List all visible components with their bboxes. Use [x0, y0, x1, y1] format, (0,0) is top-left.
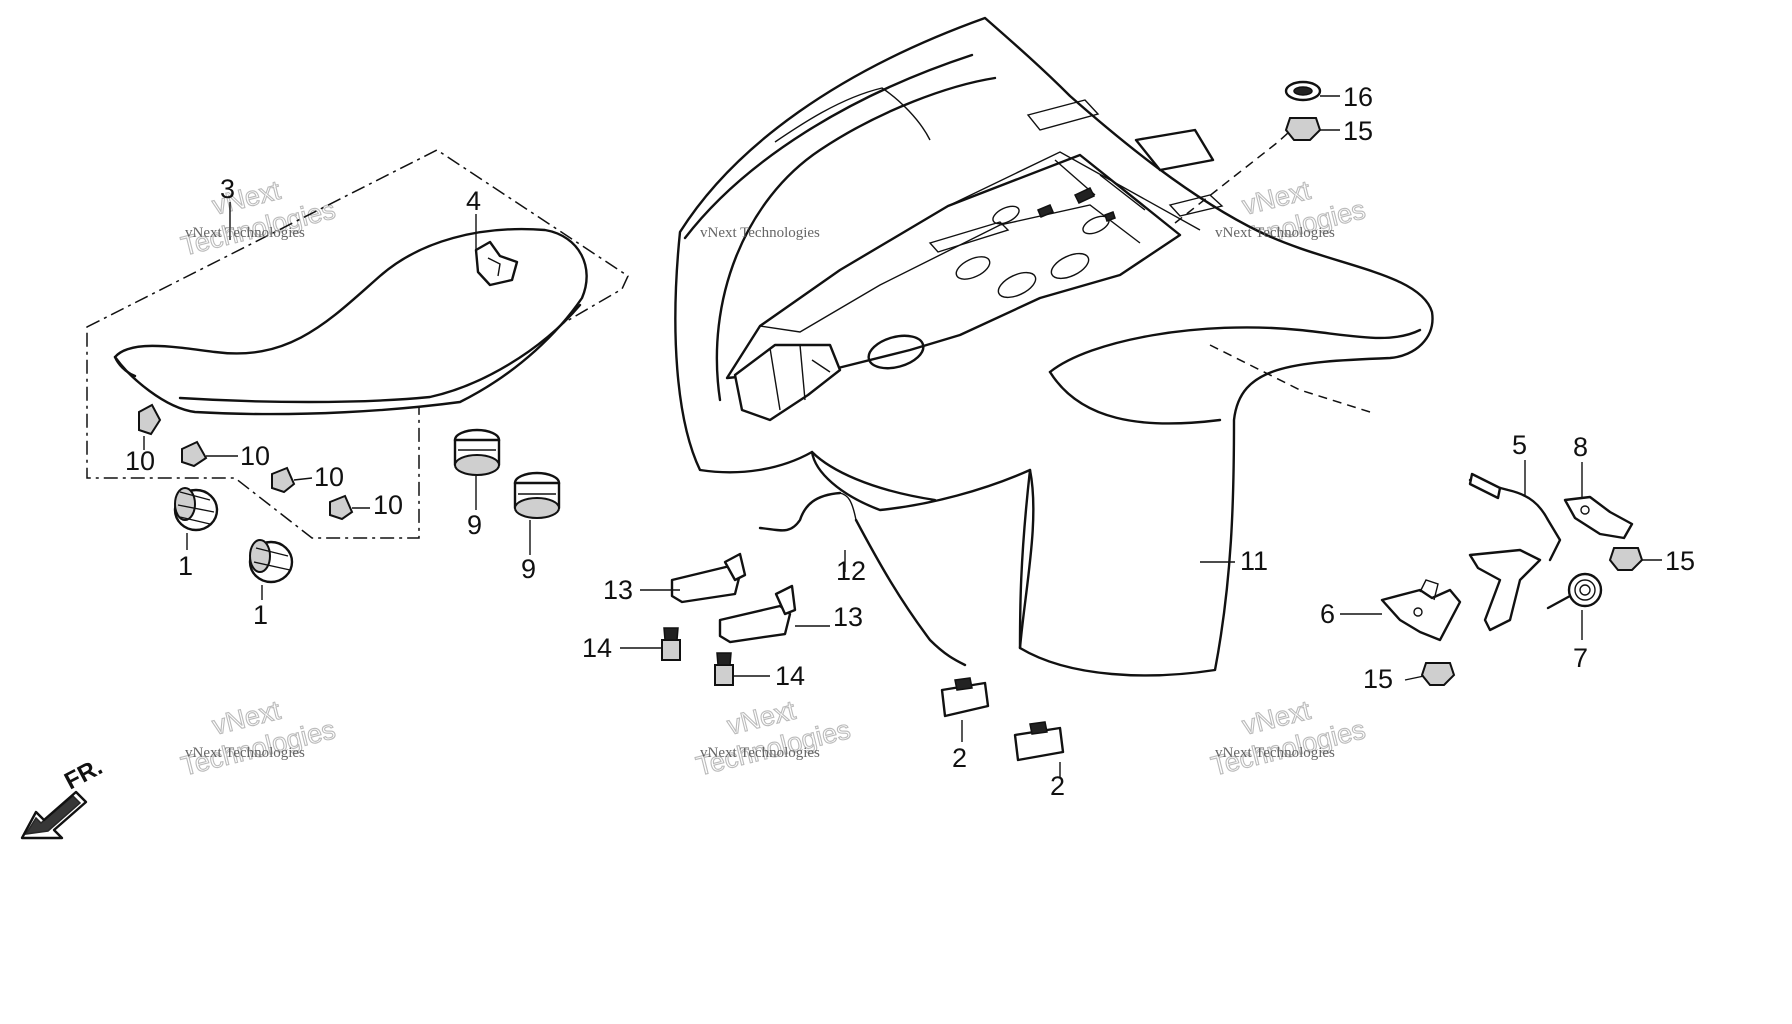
leader-lines [143, 95, 1662, 778]
cushion-1 [173, 487, 219, 532]
nut-15-c [1420, 662, 1456, 686]
watermark-text: vNext Technologies [1215, 225, 1335, 241]
watermarks: vNext Technologies vNext Technologies vN… [185, 225, 1335, 761]
callout-2-a: 2 [952, 743, 967, 773]
clip-nut-4 [329, 494, 354, 521]
callout-13-a: 13 [603, 575, 633, 605]
clip-nut-2 [181, 440, 208, 468]
callout-10-d: 10 [373, 490, 403, 520]
bolt-14-a [661, 627, 681, 661]
callout-12: 12 [836, 556, 866, 586]
bracket-13-a [670, 552, 747, 604]
watermark-text: vNext Technologies [1215, 745, 1335, 761]
callout-16: 16 [1343, 82, 1373, 112]
callout-15-c: 15 [1363, 664, 1393, 694]
seat-hook [474, 240, 519, 287]
seat-group-outline [86, 149, 629, 539]
grommet-2 [513, 471, 561, 519]
latch-lever [1468, 472, 1562, 632]
latch-plate-6 [1380, 579, 1462, 642]
bracket-13-b [718, 584, 797, 644]
latch-cable [758, 491, 967, 667]
callout-4: 4 [466, 186, 481, 216]
clip-nut-1 [138, 403, 162, 436]
callout-numbers: 3 4 10 10 10 10 1 1 9 9 13 13 14 14 12 2… [125, 82, 1695, 801]
watermark-text: vNext Technologies [700, 745, 820, 761]
front-direction-arrow [20, 790, 88, 840]
callout-6: 6 [1320, 599, 1335, 629]
watermark-text: vNext Technologies [185, 225, 305, 241]
callout-5: 5 [1512, 430, 1527, 460]
callout-10-c: 10 [314, 462, 344, 492]
callout-2-b: 2 [1050, 771, 1065, 801]
rubber-block-2-a [940, 677, 990, 718]
callout-15-b: 15 [1665, 546, 1695, 576]
callout-9-a: 9 [467, 510, 482, 540]
callout-3: 3 [220, 174, 235, 204]
callout-13-b: 13 [833, 602, 863, 632]
callout-7: 7 [1573, 643, 1588, 673]
nut-15-b [1608, 547, 1644, 571]
callout-14-a: 14 [582, 633, 612, 663]
leader-fender-bracket [1209, 344, 1371, 413]
watermark-text: vNext Technologies [185, 745, 305, 761]
bracket-8 [1563, 495, 1634, 540]
bolt-14-b [714, 652, 734, 686]
rear-fender [674, 16, 1434, 677]
seat [113, 227, 588, 416]
spring-7 [1546, 572, 1603, 610]
callout-1-a: 1 [178, 551, 193, 581]
clip-nut-3 [271, 466, 296, 494]
watermark-text: vNext Technologies [700, 225, 820, 241]
grommet-1 [453, 428, 501, 476]
rubber-block-2-b [1013, 721, 1065, 762]
callout-11: 11 [1240, 546, 1268, 576]
callout-14-b: 14 [775, 661, 805, 691]
callout-15-a: 15 [1343, 116, 1373, 146]
callout-1-b: 1 [253, 600, 268, 630]
callout-10-b: 10 [240, 441, 270, 471]
callout-8: 8 [1573, 432, 1588, 462]
nut-16 [1284, 80, 1322, 102]
front-direction-label: FR. [60, 753, 107, 795]
cushion-2 [248, 539, 294, 584]
callout-9-b: 9 [521, 554, 536, 584]
nut-15-a [1284, 117, 1322, 141]
callout-10-a: 10 [125, 446, 155, 476]
